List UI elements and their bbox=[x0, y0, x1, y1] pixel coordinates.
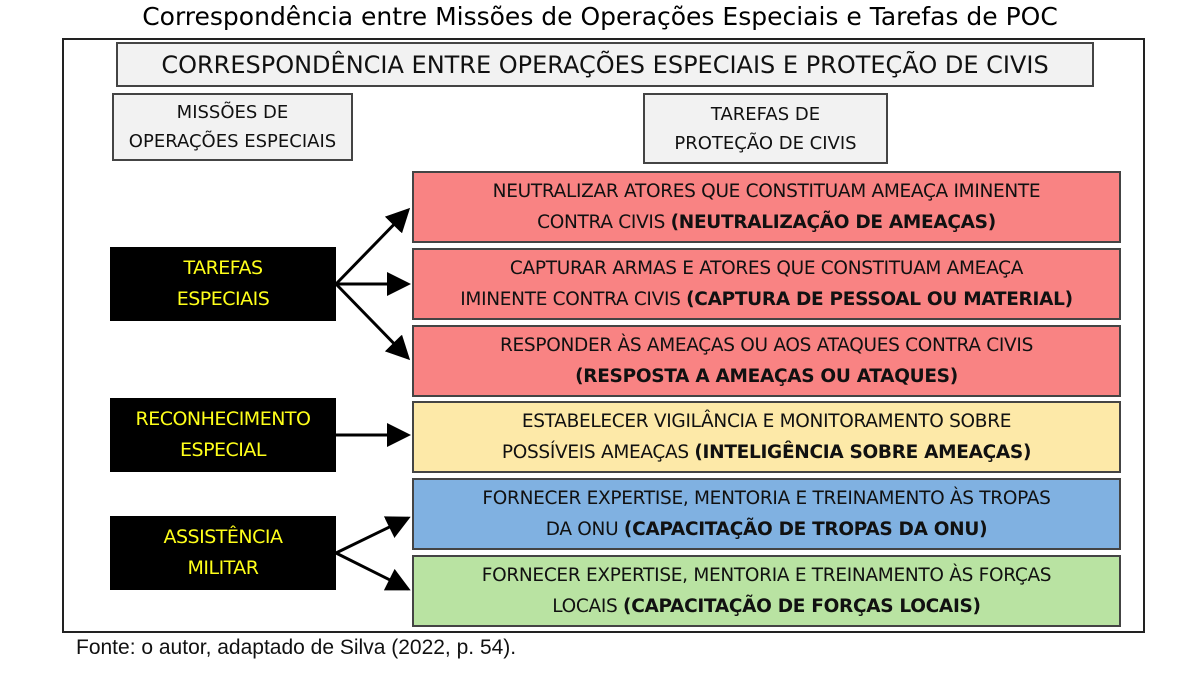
task-box: FORNECER EXPERTISE, MENTORIA E TREINAMEN… bbox=[412, 478, 1121, 550]
task-box: NEUTRALIZAR ATORES QUE CONSTITUAM AMEAÇA… bbox=[412, 171, 1121, 243]
task-line: NEUTRALIZAR ATORES QUE CONSTITUAM AMEAÇA… bbox=[492, 181, 1041, 202]
task-line: IMINENTE CONTRA CIVIS bbox=[460, 289, 687, 310]
task-box: CAPTURAR ARMAS E ATORES QUE CONSTITUAM A… bbox=[412, 248, 1121, 320]
diagram-header: CORRESPONDÊNCIA ENTRE OPERAÇÕES ESPECIAI… bbox=[116, 42, 1094, 87]
arrow bbox=[334, 207, 411, 286]
missions-header: MISSÕES DE OPERAÇÕES ESPECIAIS bbox=[112, 93, 353, 161]
missions-header-line: OPERAÇÕES ESPECIAIS bbox=[128, 131, 337, 152]
arrow bbox=[335, 516, 411, 555]
arrow bbox=[334, 282, 411, 361]
missions-header-line: MISSÕES DE bbox=[176, 102, 289, 123]
task-line: DA ONU bbox=[545, 519, 624, 540]
task-box: FORNECER EXPERTISE, MENTORIA E TREINAMEN… bbox=[412, 555, 1121, 627]
tasks-header-line: TAREFAS DE bbox=[710, 103, 821, 125]
mission-line: MILITAR bbox=[187, 557, 259, 579]
task-line: CAPTURAR ARMAS E ATORES QUE CONSTITUAM A… bbox=[509, 258, 1024, 279]
mission-line: RECONHECIMENTO bbox=[135, 408, 311, 430]
task-box: ESTABELECER VIGILÂNCIA E MONITORAMENTO S… bbox=[412, 401, 1121, 473]
mission-reconhecimento-especial: RECONHECIMENTO ESPECIAL bbox=[110, 398, 336, 472]
task-line: FORNECER EXPERTISE, MENTORIA E TREINAMEN… bbox=[481, 565, 1052, 586]
task-box: RESPONDER ÀS AMEAÇAS OU AOS ATAQUES CONT… bbox=[412, 325, 1121, 397]
arrow bbox=[335, 551, 411, 591]
task-category: (NEUTRALIZAÇÃO DE AMEAÇAS) bbox=[670, 212, 997, 233]
diagram-frame bbox=[62, 38, 1145, 633]
task-line: LOCAIS bbox=[552, 596, 624, 617]
tasks-header: TAREFAS DE PROTEÇÃO DE CIVIS bbox=[643, 93, 888, 164]
source-note: Fonte: o autor, adaptado de Silva (2022,… bbox=[76, 636, 517, 659]
task-category: (RESPOSTA A AMEAÇAS OU ATAQUES) bbox=[575, 366, 958, 387]
mission-line: ESPECIAIS bbox=[176, 288, 270, 310]
mission-line: TAREFAS bbox=[183, 257, 263, 279]
task-line: ESTABELECER VIGILÂNCIA E MONITORAMENTO S… bbox=[521, 411, 1012, 432]
mission-assistencia-militar: ASSISTÊNCIA MILITAR bbox=[110, 516, 336, 590]
tasks-header-line: PROTEÇÃO DE CIVIS bbox=[674, 132, 857, 154]
mission-line: ASSISTÊNCIA bbox=[163, 526, 283, 548]
task-category: (CAPTURA DE PESSOAL OU MATERIAL) bbox=[686, 289, 1073, 310]
mission-line: ESPECIAL bbox=[180, 439, 266, 461]
task-category: (CAPACITAÇÃO DE FORÇAS LOCAIS) bbox=[623, 596, 981, 617]
task-line: FORNECER EXPERTISE, MENTORIA E TREINAMEN… bbox=[482, 488, 1051, 509]
task-line: RESPONDER ÀS AMEAÇAS OU AOS ATAQUES CONT… bbox=[499, 335, 1034, 356]
task-category: (INTELIGÊNCIA SOBRE AMEAÇAS) bbox=[694, 442, 1032, 463]
task-line: POSSÍVEIS AMEAÇAS bbox=[501, 442, 695, 463]
figure-title: Correspondência entre Missões de Operaçõ… bbox=[142, 2, 1058, 31]
task-line: CONTRA CIVIS bbox=[537, 212, 671, 233]
task-category: (CAPACITAÇÃO DE TROPAS DA ONU) bbox=[623, 519, 988, 540]
mission-tarefas-especiais: TAREFAS ESPECIAIS bbox=[110, 247, 336, 321]
